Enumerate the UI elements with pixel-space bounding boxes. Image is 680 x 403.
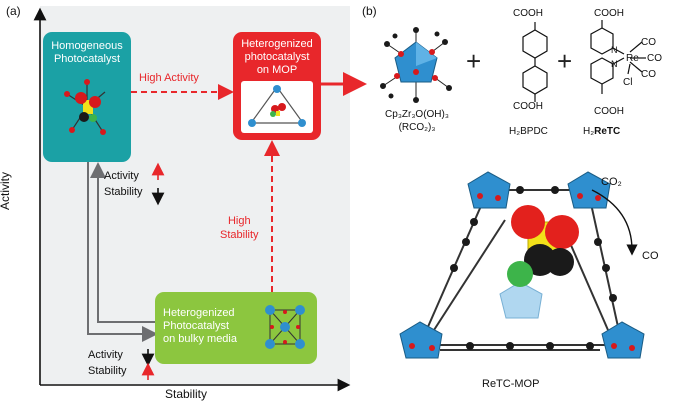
panel-b-label: (b) [362, 4, 377, 18]
retc-mop-label: ReTC-MOP [482, 378, 540, 390]
high-stability-line2: Stability [220, 229, 259, 241]
cluster-formula: Cp₃Zr₃O(OH)₃ (RCO₂)₃ [376, 108, 458, 134]
lower-activity: Activity [88, 349, 123, 361]
high-stability-label: High Stability [220, 214, 259, 242]
x-axis-label: Stability [165, 387, 208, 401]
y-axis-label: Activity [0, 171, 12, 210]
retc-co-1: CO [641, 37, 656, 48]
cluster-formula-line1: Cp₃Zr₃O(OH)₃ [385, 109, 449, 120]
bulky-box-line2: Photocatalyst [163, 320, 230, 332]
co2-label: CO₂ [601, 176, 622, 188]
upper-metrics: Activity Stability [104, 168, 143, 200]
mop-box-line2: photocatalyst [244, 51, 310, 63]
retc-cooh-top: COOH [594, 8, 624, 19]
retc-formula-bold: ReTC [594, 126, 621, 137]
cluster-formula-line2: (RCO₂)₃ [398, 122, 436, 133]
co-product-label: CO [642, 250, 659, 262]
bpdc-cooh-bottom: COOH [513, 101, 543, 112]
retc-re: Re [626, 53, 639, 64]
panel-a-label: (a) [6, 4, 21, 18]
upper-stability: Stability [104, 186, 143, 198]
lower-metrics: Activity Stability [88, 347, 127, 379]
upper-activity: Activity [104, 170, 139, 182]
arrow-homog-to-bulky [87, 162, 158, 342]
retc-mop-structure-icon [399, 171, 645, 359]
homogeneous-line1: Homogeneous [51, 40, 123, 52]
high-activity-label: High Activity [139, 72, 199, 84]
bpdc-formula: H₂BPDC [509, 126, 548, 137]
retc-n-lower: N [611, 59, 618, 69]
bulky-box-line1: Heterogenized [163, 307, 235, 319]
bulky-box-line3: on bulky media [163, 333, 237, 345]
retc-complex-icon [590, 20, 646, 94]
high-stability-line1: High [227, 215, 251, 227]
bpdc-linker-icon [522, 22, 548, 102]
mop-thumbnail [241, 81, 313, 133]
retc-cooh-bottom: COOH [594, 106, 624, 117]
heterogenized-mop-box: Heterogenized photocatalyst on MOP [233, 32, 321, 140]
retc-n-upper: N [611, 45, 618, 55]
heterogenized-bulky-box: Heterogenized Photocatalyst on bulky med… [155, 292, 317, 364]
homogeneous-photocatalyst-box: Homogeneous Photocatalyst [43, 32, 131, 162]
mop-box-line3: on MOP [256, 64, 298, 76]
plus-sign-2: + [557, 46, 573, 76]
retc-co-3: CO [641, 69, 656, 80]
lower-stability: Stability [88, 365, 127, 377]
bpdc-cooh-top: COOH [513, 8, 543, 19]
retc-cl: Cl [623, 77, 633, 88]
homogeneous-line2: Photocatalyst [53, 53, 121, 65]
retc-formula-prefix: H₂ [583, 126, 595, 137]
arrow-bulky-to-homog [90, 162, 155, 323]
retc-co-2: CO [647, 53, 662, 64]
plus-sign-1: + [466, 46, 482, 76]
retc-formula: H₂ReTC [583, 125, 620, 138]
mop-box-line1: Heterogenized [241, 38, 313, 50]
re-complex-molecule-icon [64, 79, 106, 135]
zr-cluster-icon [380, 27, 452, 103]
mop-cage-thumbnail-icon [248, 85, 306, 127]
bulky-framework-icon [265, 305, 305, 349]
